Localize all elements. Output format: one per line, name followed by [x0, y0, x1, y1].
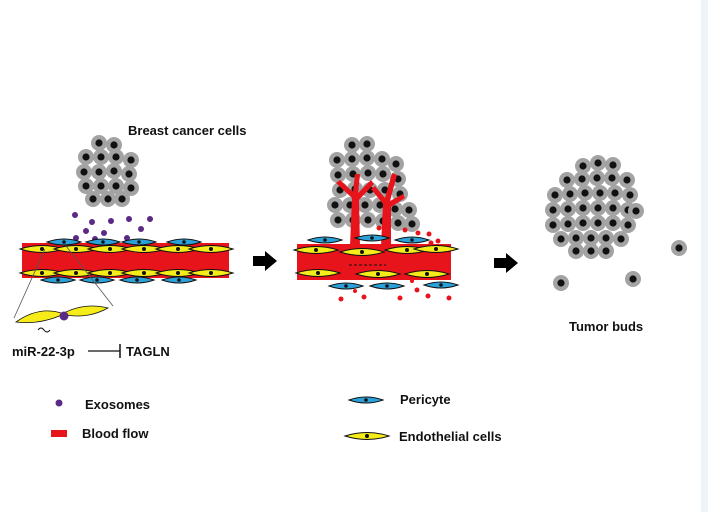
breast-cancer-cells-label: Breast cancer cells	[128, 123, 247, 138]
step-arrow-icon-2	[494, 253, 518, 273]
angiogenic-sprouts	[336, 173, 405, 246]
legend: Exosomes Blood flow Pericyte Endothelial…	[51, 392, 502, 444]
tumor-cluster-3	[545, 155, 644, 259]
endothelial-legend-icon	[344, 432, 390, 440]
tumor-cluster-1	[76, 135, 139, 207]
tumor-buds-label: Tumor buds	[569, 319, 643, 334]
target-gene-label: TAGLN	[126, 344, 170, 359]
leaked-blood-droplets	[338, 225, 452, 302]
right-edge-strip	[701, 0, 708, 512]
pericyte-legend-icon	[348, 396, 384, 404]
step-arrow-icon-1	[253, 251, 277, 271]
inhibition-icon	[88, 344, 121, 358]
blood-flow-legend-icon	[51, 430, 67, 437]
exosome-legend-icon	[55, 399, 63, 407]
zoom-callout	[13, 245, 114, 333]
mirna-label: miR-22-3p	[12, 344, 75, 359]
legend-blood-flow: Blood flow	[82, 426, 149, 441]
legend-endothelial-cells: Endothelial cells	[399, 429, 502, 444]
endothelial-row-bottom-2	[295, 269, 450, 278]
legend-exosomes: Exosomes	[85, 397, 150, 412]
legend-pericyte: Pericyte	[400, 392, 451, 407]
